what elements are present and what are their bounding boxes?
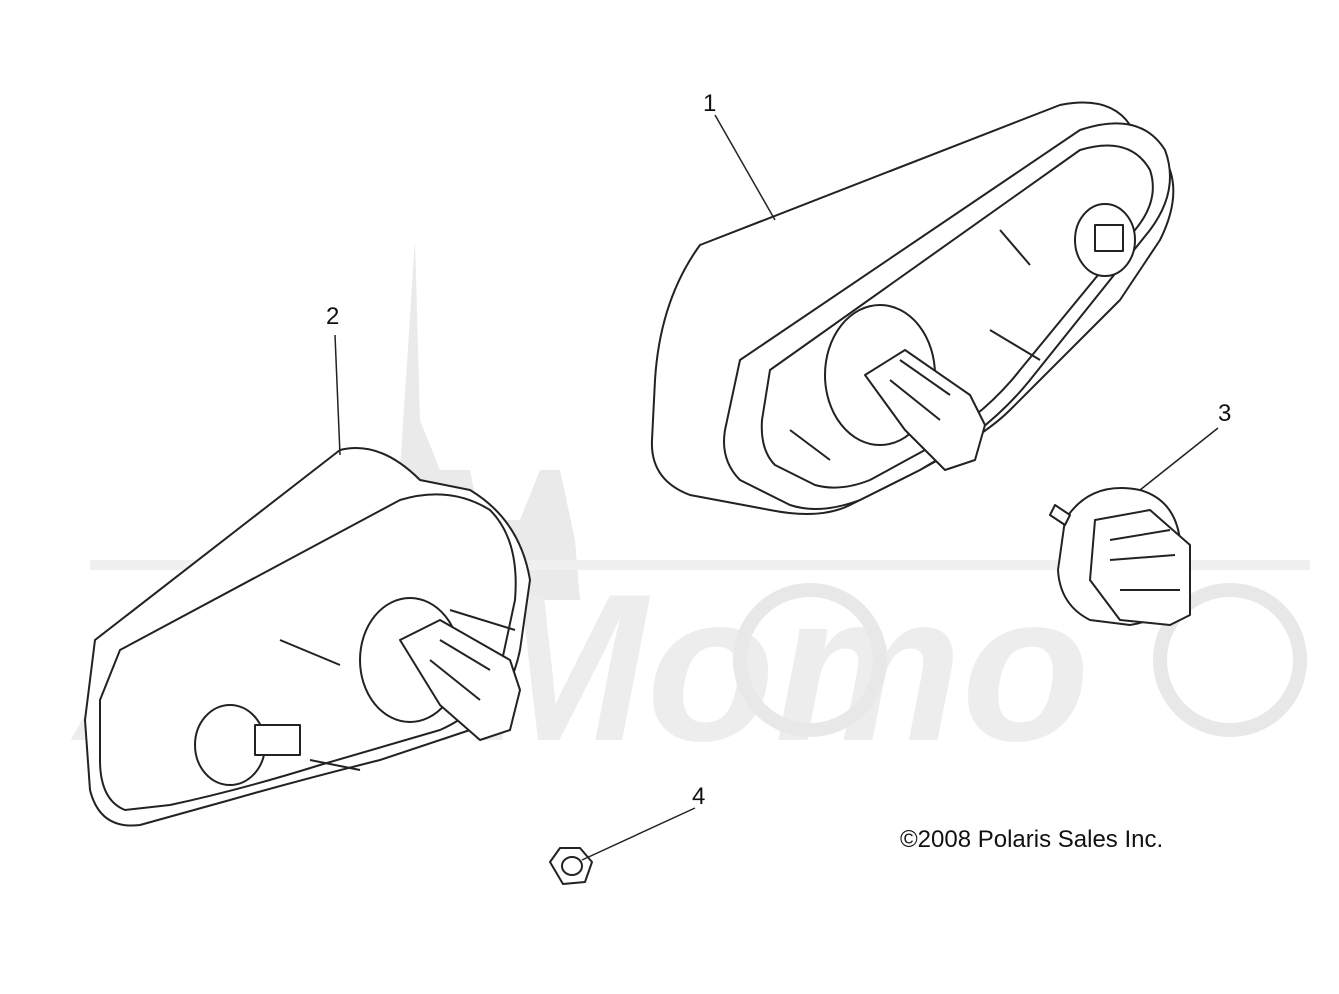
callout-line-1 [714, 114, 776, 221]
bulb-socket-3 [1049, 487, 1191, 626]
callout-line-3 [1139, 427, 1219, 491]
callout-3: 3 [1218, 400, 1232, 427]
copyright-notice: ©2008 Polaris Sales Inc. [900, 826, 1164, 853]
tail-lamp-housing-1 [650, 101, 1175, 515]
callout-1: 1 [703, 90, 717, 117]
callout-line-4 [581, 807, 696, 861]
callout-2: 2 [326, 303, 340, 330]
tail-lamp-housing-2 [84, 447, 531, 827]
callout-4: 4 [692, 783, 706, 810]
callout-line-2 [334, 334, 341, 456]
hex-nut-4 [549, 847, 593, 885]
